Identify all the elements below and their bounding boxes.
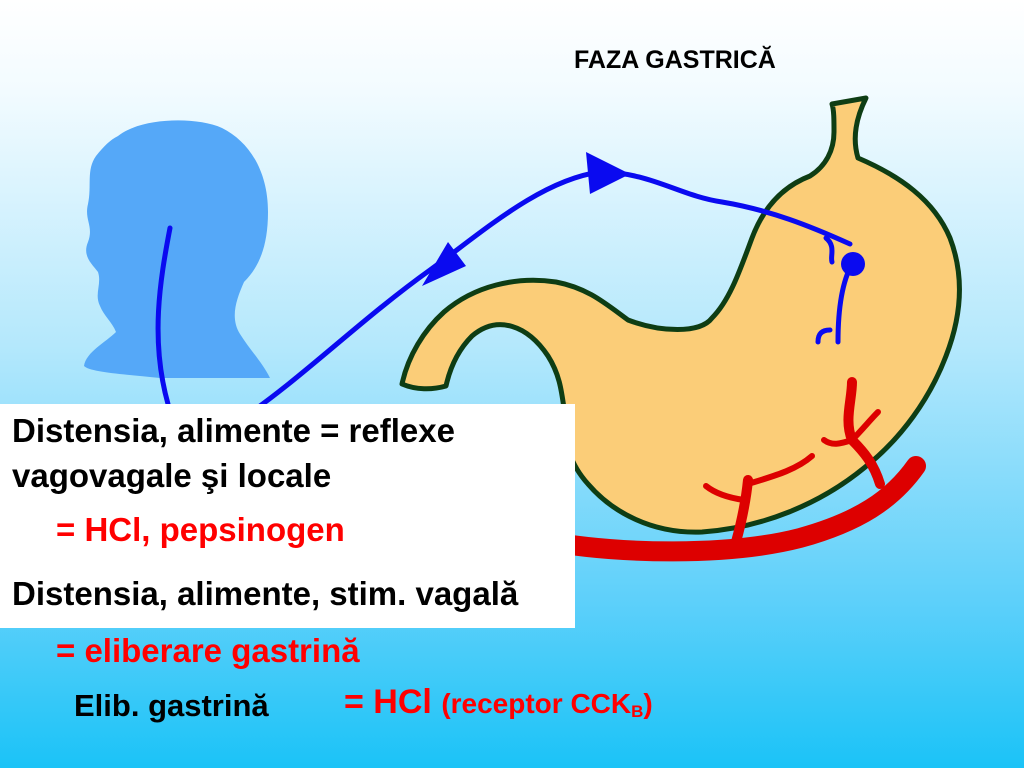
receptor-label: (receptor CCKB) (441, 688, 653, 721)
receptor-dot (841, 252, 865, 276)
stomach (399, 95, 963, 535)
text-line-5: = eliberare gastrină (56, 632, 360, 669)
receptor-text: (receptor CCK (441, 688, 632, 719)
head-silhouette (84, 120, 270, 378)
diagram-title: FAZA GASTRICĂ (574, 46, 776, 74)
text-line-4: Distensia, alimente, stim. vagală (12, 575, 519, 612)
blood-vessel (530, 456, 926, 562)
text-line-6-result: = HCl (receptor CCKB) (344, 683, 653, 722)
receptor-subscript: B (631, 702, 644, 721)
text-line-6-prefix: Elib. gastrină (74, 688, 269, 723)
text-line-2: vagovagale şi locale (12, 457, 332, 494)
receptor-close: ) (643, 688, 653, 719)
text-panel (0, 404, 575, 628)
arrow-head-right (586, 152, 630, 194)
text-line-1: Distensia, alimente = reflexe (12, 412, 455, 449)
hcl-label: = HCl (344, 683, 432, 721)
vessel-branches (703, 377, 885, 547)
arrow-head-left (422, 242, 466, 286)
text-line-3: = HCl, pepsinogen (56, 511, 345, 548)
